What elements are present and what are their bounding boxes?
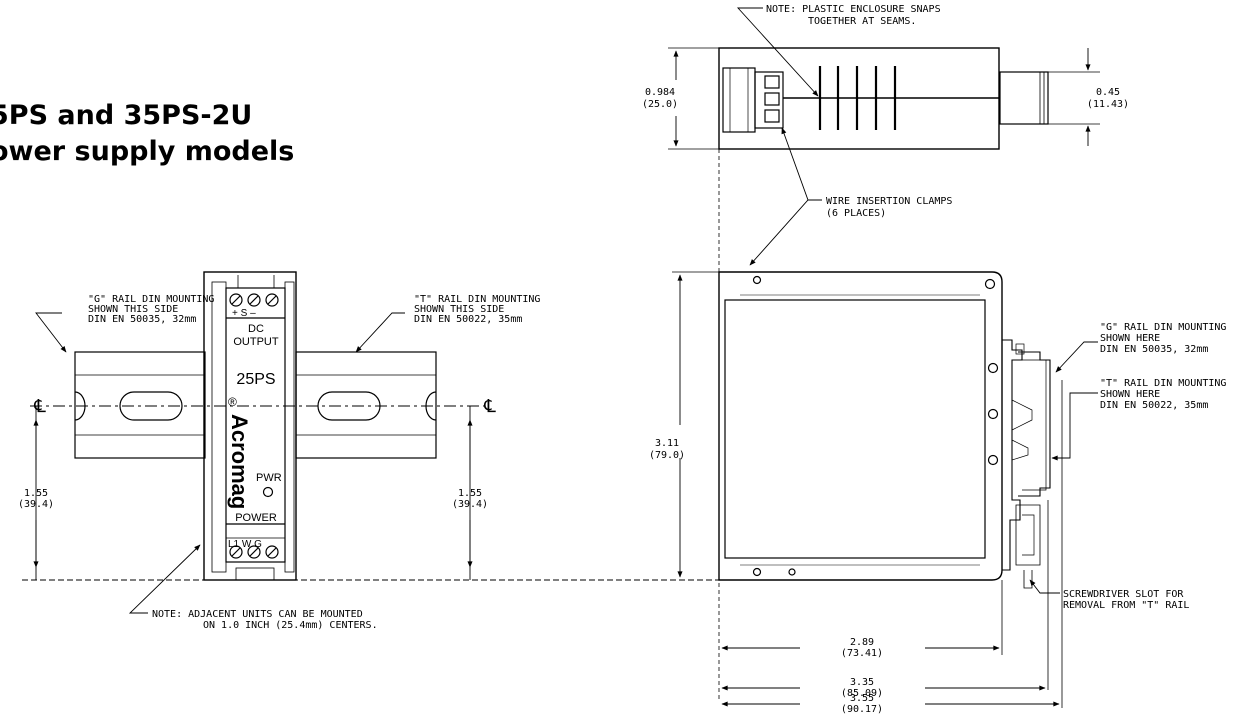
t-rail-note-3: DIN EN 50022, 35mm <box>414 314 522 325</box>
adjacent-leader <box>128 544 201 614</box>
clamps-leader-top <box>781 127 822 201</box>
side-g-rail-leader <box>1055 341 1098 373</box>
enclosure-note-leader <box>736 7 819 97</box>
side-view-text: 3.11 (79.0) "G" RAIL DIN MOUNTING SHOWN … <box>649 322 1227 715</box>
dim-335-value: 3.35 <box>850 677 874 688</box>
g-rail-leader <box>35 312 67 353</box>
dim-045-metric: (11.43) <box>1087 99 1129 110</box>
module-front <box>203 271 297 581</box>
dim-left-value: 1.55 <box>24 488 48 499</box>
t-rail-note-1: "T" RAIL DIN MOUNTING <box>414 294 540 305</box>
output-label: OUTPUT <box>233 336 279 348</box>
bottom-terminal-screws <box>229 545 279 559</box>
enclosure-note-1: NOTE: PLASTIC ENCLOSURE SNAPS <box>766 4 941 15</box>
brand-mark: ® <box>228 395 237 409</box>
dim-355-metric: (90.17) <box>841 704 883 715</box>
g-rail-note-2: SHOWN THIS SIDE <box>88 304 178 315</box>
top-view <box>668 7 1100 700</box>
dim-0984-metric: (25.0) <box>642 99 678 110</box>
pwr-label: PWR <box>256 472 282 484</box>
dim-0984-value: 0.984 <box>645 87 675 98</box>
vent-slots <box>818 66 897 130</box>
din-rail-right <box>295 351 437 459</box>
clamps-note-1: WIRE INSERTION CLAMPS <box>826 196 952 207</box>
power-label: POWER <box>235 512 277 524</box>
dim-289-value: 2.89 <box>850 637 874 648</box>
side-g-rail-note-1: "G" RAIL DIN MOUNTING <box>1100 322 1226 333</box>
screwdriver-note-2: REMOVAL FROM "T" RAIL <box>1063 600 1189 611</box>
screwdriver-leader <box>1029 579 1060 594</box>
top-view-text: NOTE: PLASTIC ENCLOSURE SNAPS TOGETHER A… <box>642 4 1129 219</box>
side-rail-clip <box>1002 339 1051 589</box>
centerline-symbol-left: ℄ <box>33 396 46 417</box>
dim-045-value: 0.45 <box>1096 87 1120 98</box>
side-t-rail-leader <box>1051 392 1098 461</box>
adjacent-note-1: NOTE: ADJACENT UNITS CAN BE MOUNTED <box>152 609 363 620</box>
side-g-rail-note-2: SHOWN HERE <box>1100 333 1160 344</box>
dim-355-value: 3.55 <box>850 693 874 704</box>
g-rail-note-3: DIN EN 50035, 32mm <box>88 314 196 325</box>
dim-311-metric: (79.0) <box>649 450 685 461</box>
dim-right-metric: (39.4) <box>452 499 488 510</box>
din-rail-left <box>74 351 206 459</box>
front-view-text: "G" RAIL DIN MOUNTING SHOWN THIS SIDE DI… <box>18 294 541 631</box>
title-line-1: 5PS and 35PS-2U <box>0 100 253 131</box>
clamps-note-2: (6 PLACES) <box>826 208 886 219</box>
side-g-rail-note-3: DIN EN 50035, 32mm <box>1100 344 1208 355</box>
brand-logo: Acromag <box>227 414 252 509</box>
adjacent-note-2: ON 1.0 INCH (25.4mm) CENTERS. <box>203 620 378 631</box>
screwdriver-note-1: SCREWDRIVER SLOT FOR <box>1063 589 1184 600</box>
dim-right-value: 1.55 <box>458 488 482 499</box>
side-t-rail-note-1: "T" RAIL DIN MOUNTING <box>1100 378 1226 389</box>
front-view <box>22 271 720 614</box>
dim-289-metric: (73.41) <box>841 648 883 659</box>
bottom-terminal-labels: L1 W G <box>228 539 262 550</box>
side-t-rail-note-2: SHOWN HERE <box>1100 389 1160 400</box>
top-terminal-screws <box>229 293 279 307</box>
clamps-leader-bottom <box>749 199 822 266</box>
title-line-2: ower supply models <box>0 136 295 167</box>
g-rail-note-1: "G" RAIL DIN MOUNTING <box>88 294 214 305</box>
side-view <box>672 271 1098 708</box>
enclosure-note-2: TOGETHER AT SEAMS. <box>808 16 916 27</box>
dim-left-metric: (39.4) <box>18 499 54 510</box>
dc-label: DC <box>248 323 264 335</box>
t-rail-note-2: SHOWN THIS SIDE <box>414 304 504 315</box>
pwr-led <box>262 486 274 498</box>
dim-335-metric: (85.09) <box>841 688 883 699</box>
t-rail-leader <box>355 312 405 353</box>
top-terminal-labels: + S – <box>232 308 256 319</box>
centerline-symbol-right: ℄ <box>483 396 496 417</box>
side-t-rail-note-3: DIN EN 50022, 35mm <box>1100 400 1208 411</box>
model-label: 25PS <box>236 371 275 388</box>
dim-311-value: 3.11 <box>655 438 679 449</box>
